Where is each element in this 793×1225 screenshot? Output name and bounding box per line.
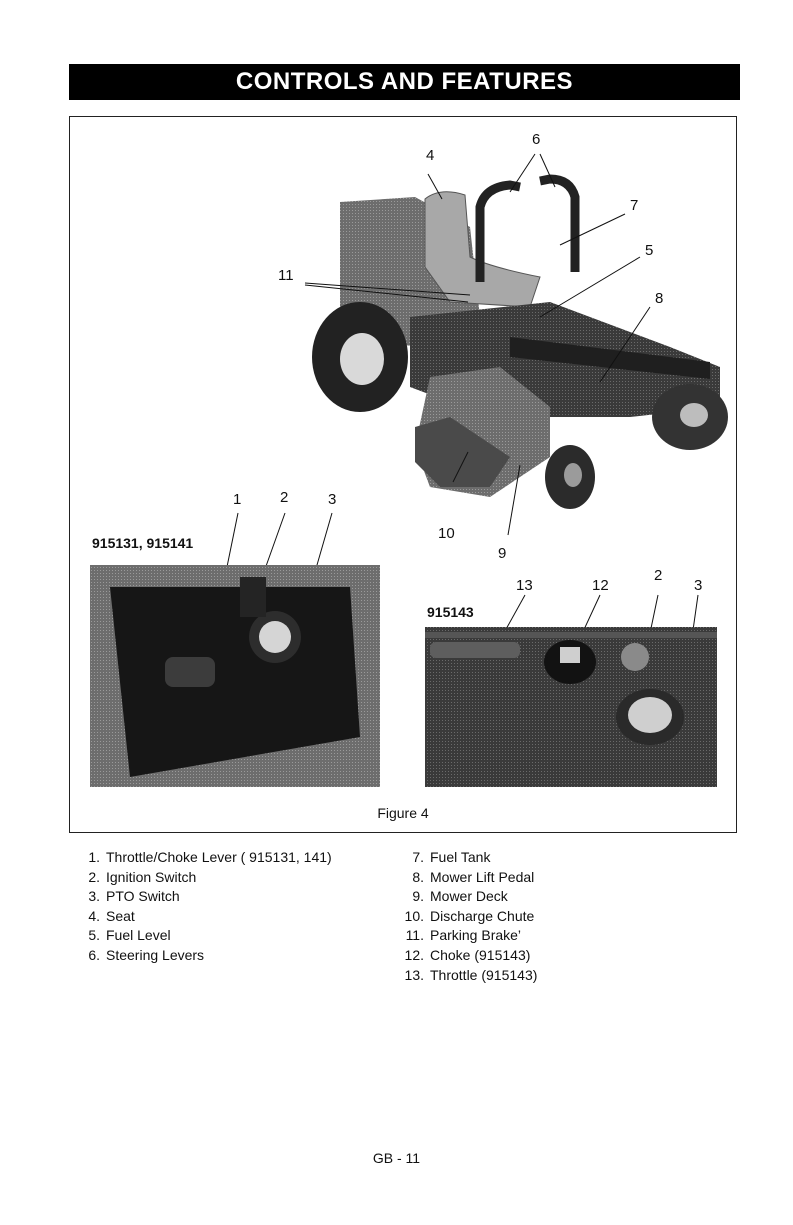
section-header: CONTROLS AND FEATURES: [69, 64, 740, 100]
figure-caption: Figure 4: [377, 805, 429, 821]
inset-photo-left: [90, 565, 380, 787]
callout-10: 10: [438, 525, 455, 542]
list-item: 8.Mower Lift Pedal: [412, 868, 535, 885]
callout-13: 13: [516, 577, 533, 594]
callout-3b: 3: [694, 577, 703, 594]
callout-12: 12: [592, 577, 609, 594]
callout-11: 11: [278, 267, 294, 284]
list-item: 7.Fuel Tank: [412, 849, 491, 865]
list-item: 9.Mower Deck: [412, 888, 508, 905]
list-item: 3.PTO Switch: [88, 888, 180, 905]
inset-photo-right: [425, 627, 717, 787]
callout-8: 8: [655, 290, 664, 307]
mower-illustration: [90, 153, 728, 787]
callout-7: 7: [630, 197, 639, 214]
parts-list-right: 7.Fuel Tank 8.Mower Lift Pedal 9.Mower D…: [404, 848, 538, 985]
callout-9: 9: [498, 545, 507, 562]
figure-4-box: 4 6 7 5 8 11 1 2 3 10 9 13 12 2 3 915131…: [69, 116, 737, 833]
callout-2b: 2: [654, 567, 663, 584]
mower-drawing: [312, 174, 728, 509]
list-item: 12.Choke (915143): [404, 946, 531, 963]
model-label-left: 915131, 915141: [92, 535, 194, 551]
list-item: 6.Steering Levers: [88, 946, 205, 963]
list-item: 11.Parking Brake’: [405, 927, 522, 944]
callout-5: 5: [645, 242, 654, 259]
page-number: GB - 11: [372, 1150, 421, 1166]
callout-6: 6: [532, 131, 541, 148]
callout-3: 3: [328, 491, 337, 508]
list-item: 1.Throttle/Choke Lever ( 915131, 141): [88, 849, 332, 865]
list-item: 2.Ignition Switch: [88, 868, 197, 885]
list-item: 10.Discharge Chute: [404, 907, 535, 924]
model-label-right: 915143: [427, 604, 474, 620]
section-title: CONTROLS AND FEATURES: [235, 68, 574, 95]
list-item: 5.Fuel Level: [88, 927, 171, 944]
callout-2: 2: [280, 489, 289, 506]
list-item: 13.Throttle (915143): [404, 966, 538, 983]
callout-1: 1: [233, 491, 242, 508]
callout-4: 4: [426, 147, 435, 164]
parts-list-left: 1.Throttle/Choke Lever ( 915131, 141) 2.…: [80, 848, 332, 966]
list-item: 4.Seat: [88, 907, 135, 924]
